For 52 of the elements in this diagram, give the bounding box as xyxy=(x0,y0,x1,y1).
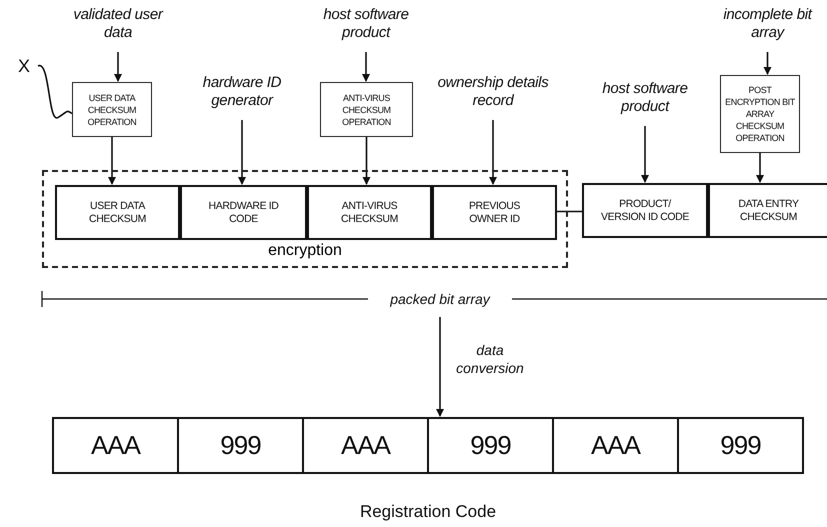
field-cell xyxy=(582,183,708,238)
node-text: USER DATA CHECKSUM OPERATION xyxy=(86,92,138,128)
field-cell xyxy=(180,185,307,240)
node-text: AAA xyxy=(90,430,140,461)
arrow xyxy=(114,52,122,82)
node-text: host software product xyxy=(322,6,410,42)
node-text: 999 xyxy=(220,430,261,461)
node-text: incomplete bit array xyxy=(722,6,814,42)
connector-line xyxy=(557,210,582,212)
field-cell xyxy=(708,183,827,238)
node-text: 999 xyxy=(470,430,511,461)
field-cell xyxy=(55,185,180,240)
node-text: packed bit array xyxy=(390,291,490,307)
arrow xyxy=(362,52,370,82)
arrow xyxy=(756,153,764,183)
arrow xyxy=(238,120,246,185)
node-text: encryption xyxy=(268,242,342,260)
code-cell xyxy=(303,418,428,473)
node-text: ANTI-VIRUS CHECKSUM xyxy=(340,200,399,226)
field-cell xyxy=(432,185,557,240)
node-text: USER DATA CHECKSUM xyxy=(88,200,147,226)
arrow xyxy=(362,137,370,185)
arrow xyxy=(436,317,444,417)
code-cell xyxy=(53,418,178,473)
node-text: AAA xyxy=(590,430,640,461)
operation-box xyxy=(320,82,413,137)
arrow xyxy=(641,126,649,183)
caption: Registration Code xyxy=(360,502,496,522)
node-text: ownership details record xyxy=(436,74,550,110)
node-text: AAA xyxy=(340,430,390,461)
code-cell xyxy=(178,418,303,473)
operation-box xyxy=(72,82,152,137)
node-text: ANTI-VIRUS CHECKSUM OPERATION xyxy=(341,92,392,128)
node-text: PRODUCT/ VERSION ID CODE xyxy=(600,198,690,224)
node-text: DATA ENTRY CHECKSUM xyxy=(737,198,800,224)
node-text: POST ENCRYPTION BIT ARRAY CHECKSUM OPERATION xyxy=(724,84,796,144)
node-text: HARDWARE ID CODE xyxy=(208,200,280,226)
code-cell xyxy=(553,418,678,473)
node-text: PREVIOUS OWNER ID xyxy=(468,200,522,226)
field-cell xyxy=(307,185,432,240)
arrow xyxy=(108,137,116,185)
arrow xyxy=(489,120,497,185)
operation-box xyxy=(720,75,800,153)
node-text: validated user data xyxy=(72,6,164,42)
code-cell xyxy=(678,418,803,473)
node-text: hardware ID generator xyxy=(202,74,282,110)
node-text: X xyxy=(18,56,30,76)
node-text: host software product xyxy=(601,80,689,116)
code-cell xyxy=(428,418,553,473)
node-text: 999 xyxy=(720,430,761,461)
encryption-group xyxy=(42,170,568,268)
arrow xyxy=(764,52,772,75)
